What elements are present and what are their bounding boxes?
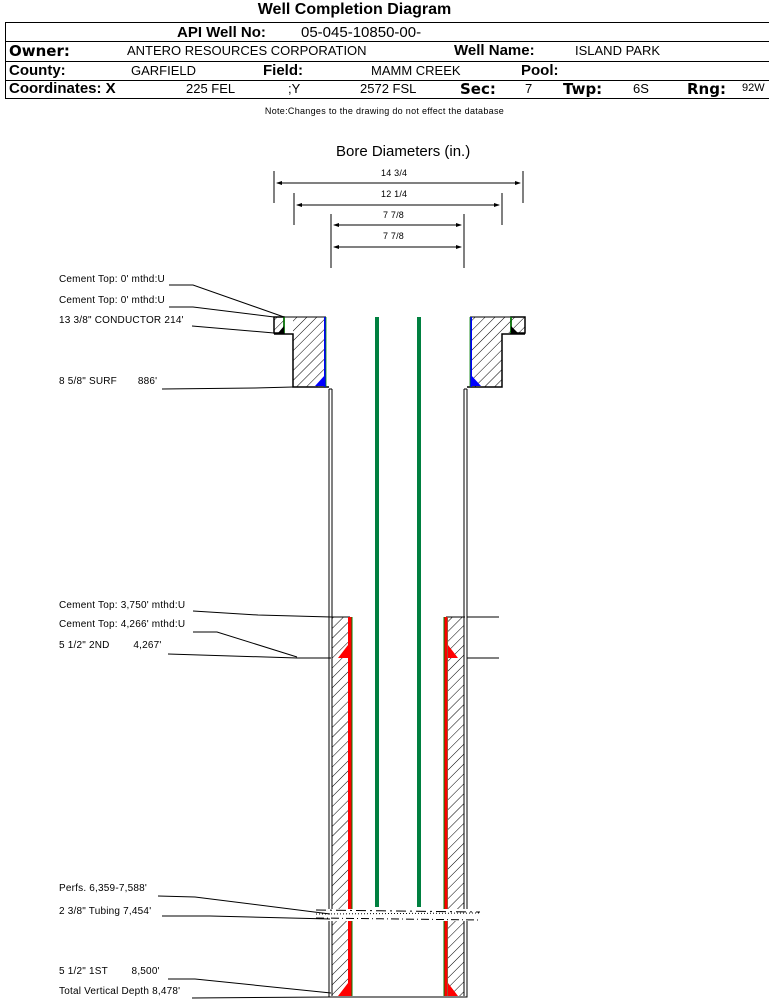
tubing-string-left [375,317,379,907]
surface-casing-right [467,316,526,388]
well-name-label: Well Name: [454,42,535,59]
leader-lines [157,284,499,999]
coordinates-x-value: 225 FEL [186,81,236,96]
conductor-casing-annotation: 13 3/8" CONDUCTOR 214' [59,315,184,326]
header-table [5,22,769,99]
surface-casing-left [273,316,329,388]
coordinates-x-label: Coordinates: X [9,80,116,97]
page-title: Well Completion Diagram [257,1,452,18]
twp-value: 6S [633,81,649,96]
total-depth-annotation: Total Vertical Depth 8,478' [59,986,181,997]
bore-diameter-label: 14 3/4 [381,168,408,178]
surface-casing-annotation: 8 5/8" SURF 886' [59,376,158,387]
cement-top-annotation: Cement Top: 3,750' mthd:U [59,600,186,611]
coordinates-y-label: ;Y [288,81,301,96]
rng-label: Rng: [687,80,726,98]
cement-top-annotation: Cement Top: 0' mthd:U [59,274,165,285]
header-rule [5,41,769,42]
header-rule [5,98,769,99]
sec-value: 7 [525,81,533,96]
tubing [375,317,421,907]
owner-label: Owner: [9,42,70,60]
api-label: API Well No: [177,24,266,41]
perforations-annotation: Perfs. 6,359-7,588' [59,883,147,894]
header-rule [5,80,769,81]
database-note: Note:Changes to the drawing do not effec… [264,106,505,116]
bore-diameter-label: 7 7/8 [383,210,405,220]
bore-dimension-lines [273,171,524,268]
well-name-value: ISLAND PARK [575,43,661,58]
owner-value: ANTERO RESOURCES CORPORATION [127,43,367,58]
production-casing-right [443,616,465,996]
header-rule [5,61,769,62]
bore-diameters-title: Bore Diameters (in.) [336,143,471,160]
perforations [312,909,482,921]
header-rule [5,22,769,23]
county-value: GARFIELD [131,63,197,78]
coordinates-y-value: 2572 FSL [360,81,417,96]
twp-label: Twp: [563,80,603,98]
api-value: 05-045-10850-00- [301,24,422,41]
pool-label: Pool: [521,62,559,79]
bore-diameter-label: 7 7/8 [383,231,405,241]
county-label: County: [9,62,66,79]
field-value: MAMM CREEK [371,63,461,78]
tubing-string-right [417,317,421,907]
sec-label: Sec: [460,80,496,98]
cement-top-annotation: Cement Top: 0' mthd:U [59,295,165,306]
cement-top-annotation: Cement Top: 4,266' mthd:U [59,619,186,630]
bore-diameter-label: 12 1/4 [381,189,408,199]
production-casing-annotation: 5 1/2" 1ST 8,500' [59,966,160,977]
field-label: Field: [263,62,303,79]
intermediate-casing-annotation: 5 1/2" 2ND 4,267' [59,640,162,651]
production-casing-left [331,616,353,996]
rng-value: 92W [742,82,765,94]
tubing-annotation: 2 3/8" Tubing 7,454' [59,906,152,917]
